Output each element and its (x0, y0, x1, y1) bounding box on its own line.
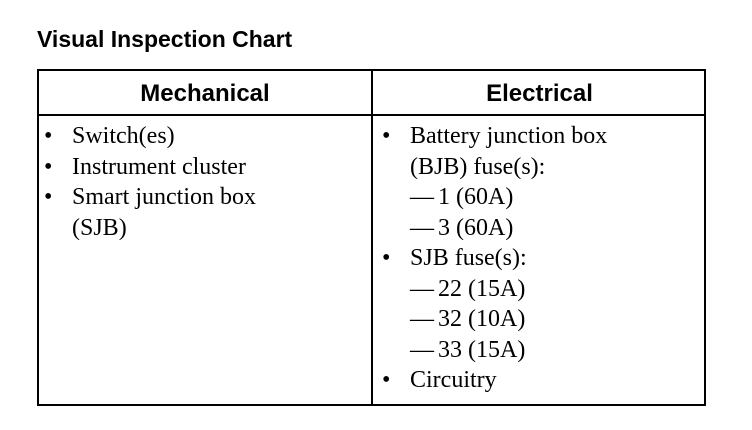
bullet: • (382, 367, 391, 393)
item-text: Switch(es) (72, 123, 175, 149)
list-item: • Switch(es) (44, 121, 364, 152)
item-text: Instrument cluster (72, 153, 246, 180)
dash: — (410, 336, 434, 363)
header-divider (39, 114, 704, 116)
electrical-list: • Battery junction box (BJB) fuse(s): —1… (382, 121, 700, 396)
list-item: • Battery junction box (BJB) fuse(s): —1… (382, 121, 700, 243)
chart-title: Visual Inspection Chart (37, 26, 293, 52)
column-divider (371, 71, 373, 404)
item-text: Smart junction box (72, 184, 256, 210)
sub-item: —32 (10A) (382, 304, 700, 335)
dash: — (410, 275, 434, 302)
bullet: • (382, 245, 391, 271)
bullet: • (44, 153, 53, 180)
sub-item: —3 (60A) (382, 213, 700, 244)
bullet: • (44, 184, 53, 210)
item-text: SJB fuse(s): (410, 245, 527, 271)
item-continuation: (SJB) (72, 214, 127, 241)
list-item: • SJB fuse(s): —22 (15A) —32 (10A) —33 (… (382, 243, 700, 365)
item-text: Battery junction box (410, 123, 608, 149)
sub-item-text: 1 (60A) (438, 184, 514, 210)
list-item: • Circuitry (382, 365, 700, 396)
sub-item: —33 (15A) (382, 335, 700, 366)
item-continuation: (BJB) fuse(s): (410, 153, 546, 180)
sub-item-text: 33 (15A) (438, 336, 526, 363)
sub-item: —22 (15A) (382, 274, 700, 305)
header-mechanical: Mechanical (140, 80, 270, 107)
sub-item-text: 32 (10A) (438, 306, 526, 332)
header-electrical: Electrical (486, 80, 593, 107)
dash: — (410, 184, 434, 210)
sub-item-text: 22 (15A) (438, 275, 526, 302)
item-text: Circuitry (410, 367, 497, 393)
inspection-table: Mechanical Electrical • Switch(es) • Ins… (37, 69, 706, 406)
mechanical-list: • Switch(es) • Instrument cluster • Smar… (44, 121, 364, 243)
sub-item: —1 (60A) (382, 182, 700, 213)
sub-item-text: 3 (60A) (438, 214, 514, 241)
dash: — (410, 214, 434, 241)
list-item: • Smart junction box (SJB) (44, 182, 364, 243)
bullet: • (44, 123, 53, 149)
bullet: • (382, 123, 391, 149)
list-item: • Instrument cluster (44, 152, 364, 183)
dash: — (410, 306, 434, 332)
